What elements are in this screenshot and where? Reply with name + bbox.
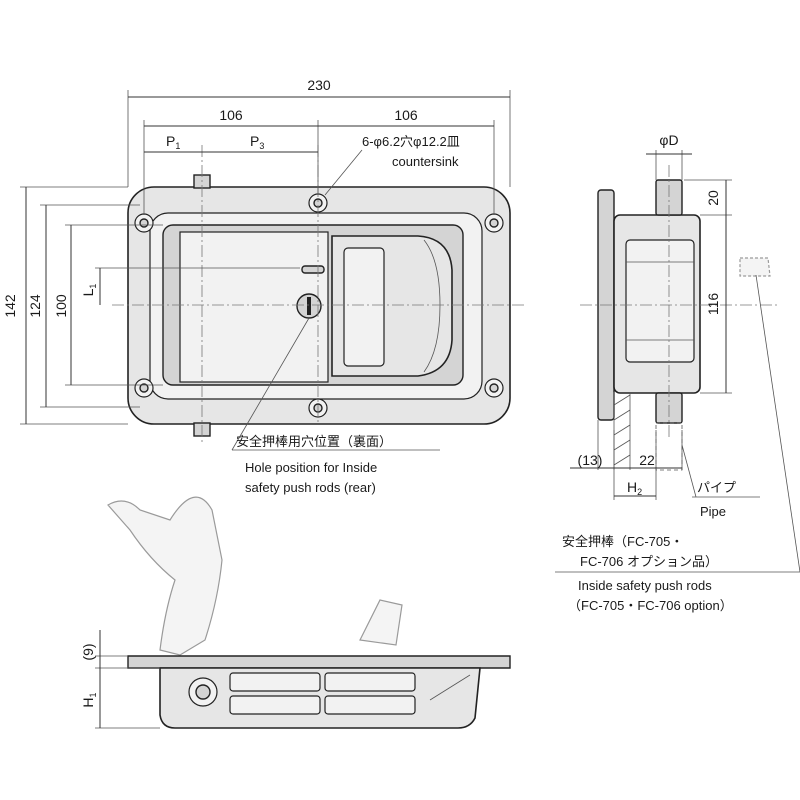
side-handle-block: [625, 239, 695, 363]
hole-spec-leader: [324, 149, 363, 196]
pipe-en: Pipe: [700, 504, 726, 519]
dim-116: 116: [705, 293, 721, 316]
side-view: [580, 165, 780, 471]
hole-position-jp: 安全押棒用穴位置（裏面）: [236, 434, 392, 449]
bottom-slot-2: [324, 672, 416, 692]
dim-9: (9): [80, 643, 96, 660]
dim-106-left: 106: [219, 107, 243, 123]
push-rods-jp-1: 安全押棒（FC-705・: [562, 534, 683, 549]
push-rods-en-1: Inside safety push rods: [578, 578, 712, 593]
pipe-leader: [681, 444, 697, 498]
hole-position-en-2: safety push rods (rear): [245, 480, 376, 495]
side-dimensions: φD 20 116 (13) 22 H2 パイプ Pipe 安全押棒（FC-70…: [555, 132, 800, 613]
bottom-slot-1: [229, 672, 321, 692]
push-rods-en-2: （FC-705・FC-706 option）: [568, 598, 733, 613]
bottom-flange: [127, 655, 511, 669]
dim-l1: L1: [80, 284, 98, 297]
push-rods-jp-2: FC-706 オプション品）: [580, 554, 718, 569]
dim-124: 124: [27, 294, 43, 318]
ghost-open-handle: [107, 496, 223, 656]
push-rods-leader: [755, 274, 800, 573]
dim-230: 230: [307, 77, 331, 93]
key-slot: [307, 297, 311, 315]
push-rod-tip: [739, 257, 771, 277]
bottom-dimensions: (9) H1: [80, 630, 160, 729]
dim-h2: H2: [627, 479, 642, 497]
dim-142: 142: [2, 294, 18, 318]
mounting-hole-bottom-right-inner: [489, 383, 499, 393]
dim-22: 22: [639, 452, 655, 468]
countersink-label: countersink: [392, 154, 459, 169]
dim-100: 100: [53, 294, 69, 318]
grip-cutout: [343, 247, 385, 367]
hole-position-leader: [231, 317, 310, 451]
hole-spec-label: 6-φ6.2穴φ12.2皿: [362, 134, 460, 149]
panel-section: [613, 392, 631, 470]
bottom-slot-4: [324, 695, 416, 715]
ghost-open-handle-tip: [359, 599, 403, 646]
hole-position-en-1: Hole position for Inside: [245, 460, 377, 475]
bottom-cylinder-inner: [195, 684, 211, 700]
mounting-hole-top-left-inner: [139, 218, 149, 228]
bottom-slot-3: [229, 695, 321, 715]
front-dimensions: 230 106 106 P1 P3 6-φ6.2穴φ12.2皿 counters…: [2, 77, 511, 495]
dim-p3: P3: [250, 133, 264, 151]
mounting-hole-bottom-left-inner: [139, 383, 149, 393]
hole-slot: [301, 265, 325, 274]
pipe-jp: パイプ: [697, 480, 736, 495]
mounting-hole-top-right-inner: [489, 218, 499, 228]
dim-106-right: 106: [394, 107, 418, 123]
dim-p1: P1: [166, 133, 180, 151]
front-view: [112, 145, 525, 445]
dim-phid: φD: [659, 132, 678, 148]
dim-h1: H1: [80, 692, 98, 707]
bottom-view: [107, 496, 511, 729]
dim-20: 20: [705, 190, 721, 206]
dim-13: (13): [578, 452, 603, 468]
